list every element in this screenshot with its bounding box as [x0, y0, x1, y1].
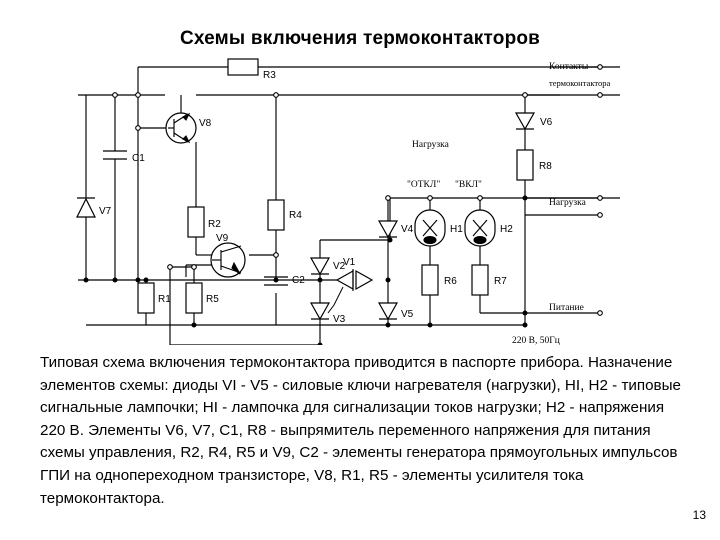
resistor-R1: R1: [137, 282, 171, 314]
capacitor-C1: C1: [103, 150, 145, 168]
resistor-R6: R6: [421, 264, 457, 296]
diode-V6-label: V6: [540, 117, 553, 128]
resistor-R2: R2: [187, 206, 221, 238]
annotation-on: "ВКЛ": [455, 180, 482, 190]
annotation-supply: Питание: [549, 303, 584, 313]
resistor-R2-label: R2: [208, 219, 221, 230]
resistor-R3: R3: [227, 58, 276, 81]
capacitor-C1-label: C1: [132, 153, 145, 164]
diode-V7: V7: [76, 197, 112, 218]
page-title: Схемы включения термоконтакторов: [179, 28, 541, 49]
resistor-R6-label: R6: [444, 276, 457, 287]
annotation-off: "ОТКЛ": [407, 180, 440, 190]
body-text: Типовая схема включения термоконтактора …: [40, 354, 686, 507]
diode-V3-label: V3: [333, 314, 346, 325]
transistor-V8-label: V8: [199, 118, 212, 129]
diode-V4: V4: [377, 220, 414, 239]
capacitor-C2-label: C2: [292, 275, 305, 286]
resistor-R7: R7: [471, 264, 507, 296]
resistor-R1-label: R1: [158, 294, 171, 305]
circuit-annotations: Контакты термоконтактора Нагрузка "ОТКЛ"…: [407, 62, 610, 345]
transistor-V8: V8: [165, 112, 212, 144]
annotation-contacts-2: термоконтактора: [549, 78, 610, 88]
annotation-contacts: Контакты: [549, 62, 589, 72]
page-number: 13: [692, 508, 706, 522]
circuit-wires: [78, 66, 620, 345]
circuit-nodes: [83, 64, 603, 345]
transistor-V9-label: V9: [216, 233, 229, 244]
resistor-R4-label: R4: [289, 210, 302, 221]
diode-V5-label: V5: [401, 309, 414, 320]
lamp-H2-label: H2: [500, 224, 513, 235]
thyristor-V1: V1: [335, 257, 374, 291]
resistor-R5: R5: [185, 282, 219, 314]
capacitor-C2: C2: [264, 275, 305, 286]
lamp-H1-label: H1: [450, 224, 463, 235]
transistor-V9: V9: [210, 233, 246, 278]
annotation-mains: 220 В, 50Гц: [512, 336, 560, 345]
annotation-load-center: Нагрузка: [412, 140, 450, 150]
diode-V7-label: V7: [99, 206, 112, 217]
diode-V2: V2: [309, 257, 346, 276]
resistor-R5-label: R5: [206, 294, 219, 305]
circuit-diagram: R3 R4 R2 R1 R5 R8 R6: [76, 58, 620, 345]
diode-V6: V6: [514, 112, 553, 131]
diode-V4-label: V4: [401, 224, 414, 235]
thyristor-V1-label: V1: [343, 257, 356, 268]
resistor-R7-label: R7: [494, 276, 507, 287]
lamp-H2: H2: [464, 209, 513, 247]
diode-V2-label: V2: [333, 261, 346, 272]
resistor-R4: R4: [267, 199, 302, 231]
lamp-H1: H1: [414, 209, 463, 247]
annotation-load-right: Нагрузка: [549, 198, 587, 208]
diode-V5: V5: [377, 302, 414, 321]
diode-V3: V3: [309, 302, 346, 325]
resistor-R8: R8: [516, 149, 552, 181]
resistor-R3-label: R3: [263, 70, 276, 81]
resistor-R8-label: R8: [539, 161, 552, 172]
